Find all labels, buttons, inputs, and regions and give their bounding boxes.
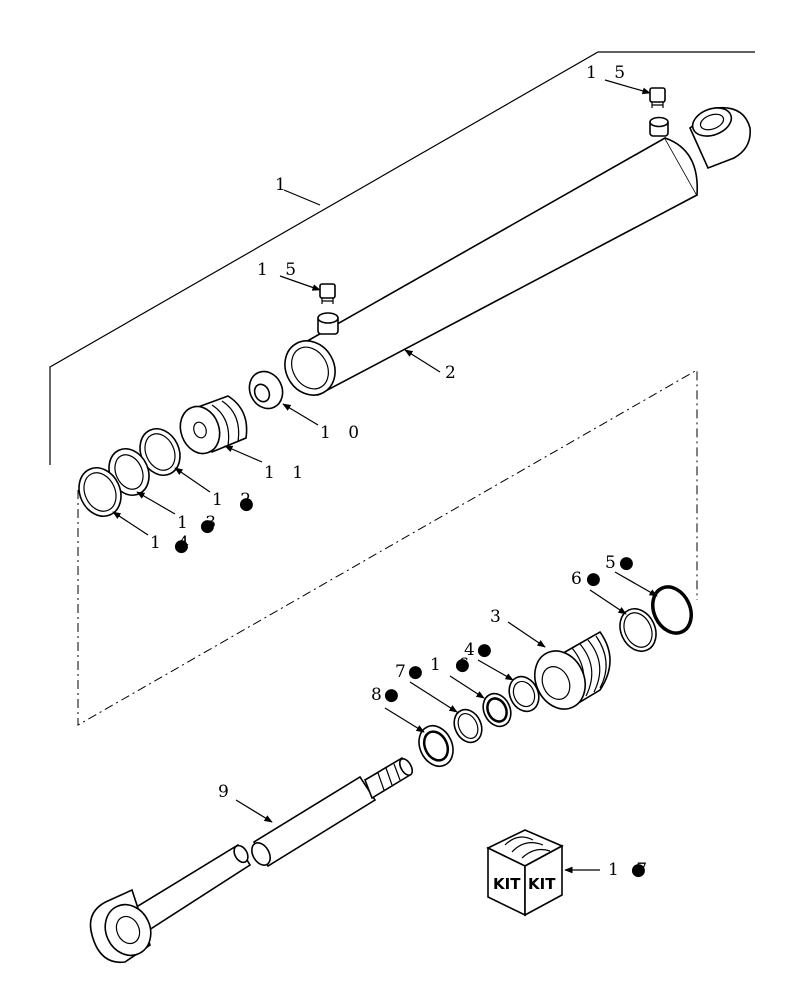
callout-16: 1 6 bbox=[430, 655, 475, 675]
seal-kit-boundary bbox=[77, 369, 698, 726]
piston bbox=[179, 395, 248, 455]
callout-4: 4 bbox=[464, 640, 481, 660]
callout-15-front: 1 5 bbox=[257, 260, 302, 280]
rod-seal-16 bbox=[482, 692, 512, 728]
kit-bullet-5: ● bbox=[619, 553, 640, 573]
kit-label-right: KIT bbox=[528, 875, 556, 893]
callout-14: 1 4 bbox=[150, 533, 195, 553]
callout-8: 8 bbox=[371, 685, 388, 705]
kit-bullet-14: ● bbox=[174, 536, 195, 556]
assembly-bracket-line bbox=[49, 51, 755, 465]
kit-label-left: KIT bbox=[493, 875, 521, 893]
callout-1: 1 bbox=[275, 175, 292, 195]
kit-bullet-6: ● bbox=[586, 569, 607, 589]
cylinder-gland bbox=[534, 630, 611, 710]
callout-13: 1 3 bbox=[177, 513, 222, 533]
kit-bullet-16: ● bbox=[455, 655, 476, 675]
callout-2: 2 bbox=[445, 363, 462, 383]
ring-7 bbox=[453, 708, 483, 744]
piston-nut bbox=[248, 370, 284, 410]
backup-ring-6 bbox=[619, 608, 657, 652]
bleed-screw-rear bbox=[649, 87, 666, 108]
kit-bullet-17: ● bbox=[631, 860, 652, 880]
callout-6: 6 bbox=[571, 569, 588, 589]
callout-11: 1 1 bbox=[264, 463, 309, 483]
callout-12: 1 2 bbox=[212, 490, 257, 510]
seal-kit-box: KIT KIT bbox=[486, 829, 564, 917]
kit-bullet-13: ● bbox=[200, 516, 221, 536]
o-ring-5 bbox=[651, 585, 693, 635]
wear-ring-4 bbox=[508, 675, 540, 713]
callout-15-rear: 1 5 bbox=[586, 63, 631, 83]
kit-bullet-12: ● bbox=[239, 494, 260, 514]
bleed-screw-front bbox=[319, 283, 336, 304]
kit-bullet-8: ● bbox=[384, 685, 405, 705]
kit-bullet-4: ● bbox=[477, 640, 498, 660]
kit-bullet-7: ● bbox=[408, 662, 429, 682]
wiper-8 bbox=[418, 725, 454, 767]
callout-5: 5 bbox=[605, 553, 622, 573]
piston-rod bbox=[89, 756, 414, 964]
callout-10: 1 0 bbox=[320, 423, 365, 443]
cylinder-barrel bbox=[284, 106, 751, 397]
callout-7: 7 bbox=[395, 662, 412, 682]
ring-14 bbox=[78, 467, 122, 517]
callout-9: 9 bbox=[218, 782, 235, 802]
callout-17: 1 7 bbox=[608, 860, 653, 880]
callout-3: 3 bbox=[490, 607, 507, 627]
